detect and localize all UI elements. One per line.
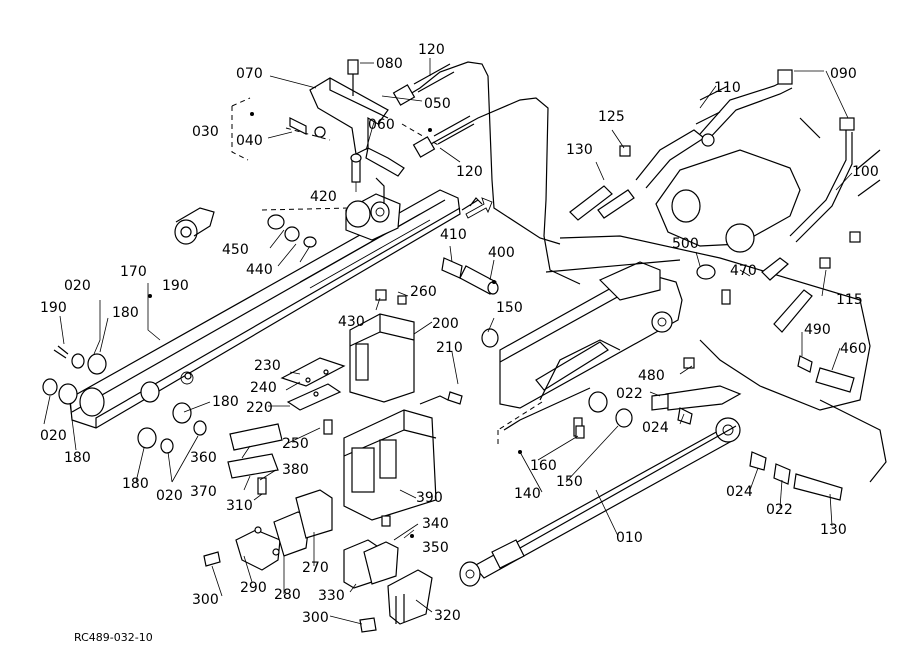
brackets-270-290 <box>203 489 333 571</box>
label-024: 024 <box>726 484 753 500</box>
label-022: 022 <box>766 502 793 518</box>
drawing-code: RC489-032-10 <box>74 631 153 644</box>
plates-220-240 <box>280 357 346 411</box>
label-010: 010 <box>616 530 643 546</box>
label-070: 070 <box>236 66 263 82</box>
fittings-upper-right <box>569 69 861 393</box>
label-024: 024 <box>642 420 669 436</box>
pivot-bracket <box>345 177 401 241</box>
label-240: 240 <box>250 380 277 396</box>
label-440: 440 <box>246 262 273 278</box>
label-180: 180 <box>64 450 91 466</box>
label-020: 020 <box>156 488 183 504</box>
bushings-left <box>42 345 207 454</box>
label-125: 125 <box>598 109 625 125</box>
label-320: 320 <box>434 608 461 624</box>
pin-assembly <box>174 207 351 248</box>
label-180: 180 <box>212 394 239 410</box>
label-080: 080 <box>376 56 403 72</box>
label-250: 250 <box>282 436 309 452</box>
label-300: 300 <box>192 592 219 608</box>
label-160: 160 <box>530 458 557 474</box>
label-460: 460 <box>840 341 867 357</box>
label-100: 100 <box>852 164 879 180</box>
label-310: 310 <box>226 498 253 514</box>
label-130: 130 <box>820 522 847 538</box>
label-150: 150 <box>496 300 523 316</box>
label-050: 050 <box>424 96 451 112</box>
label-270: 270 <box>302 560 329 576</box>
label-400: 400 <box>488 245 515 261</box>
label-500: 500 <box>672 236 699 252</box>
label-370: 370 <box>190 484 217 500</box>
label-030: 030 <box>192 124 219 140</box>
label-170: 170 <box>120 264 147 280</box>
label-115: 115 <box>836 292 863 308</box>
label-110: 110 <box>714 80 741 96</box>
label-480: 480 <box>638 368 665 384</box>
label-390: 390 <box>416 490 443 506</box>
hose-120 <box>392 61 581 285</box>
label-020: 020 <box>40 428 67 444</box>
part-labels: 080 120 070 050 030 040 060 120 420 450 … <box>40 42 879 644</box>
misc-small-parts <box>447 391 585 439</box>
couplings-lower-right <box>651 357 843 501</box>
label-040: 040 <box>236 133 263 149</box>
cylinder-010 <box>459 417 741 587</box>
label-350: 350 <box>422 540 449 556</box>
label-060: 060 <box>368 117 395 133</box>
label-380: 380 <box>282 462 309 478</box>
center-boom <box>497 261 683 448</box>
leader-lines <box>43 58 853 625</box>
label-490: 490 <box>804 322 831 338</box>
label-420: 420 <box>310 189 337 205</box>
label-300: 300 <box>302 610 329 626</box>
valve-bracket <box>343 289 449 527</box>
label-120: 120 <box>418 42 445 58</box>
bracket-070 <box>231 59 441 183</box>
label-230: 230 <box>254 358 281 374</box>
plates-360-370 <box>227 419 333 495</box>
label-470: 470 <box>730 263 757 279</box>
direction-arrow-icon <box>465 197 493 219</box>
label-200: 200 <box>432 316 459 332</box>
label-430: 430 <box>338 314 365 330</box>
label-150: 150 <box>556 474 583 490</box>
label-280: 280 <box>274 587 301 603</box>
label-360: 360 <box>190 450 217 466</box>
label-450: 450 <box>222 242 249 258</box>
label-140: 140 <box>514 486 541 502</box>
label-180: 180 <box>112 305 139 321</box>
label-290: 290 <box>240 580 267 596</box>
boom-arm <box>69 189 461 429</box>
valves-320-340 <box>343 539 433 633</box>
label-260: 260 <box>410 284 437 300</box>
label-220: 220 <box>246 400 273 416</box>
label-120: 120 <box>456 164 483 180</box>
label-180: 180 <box>122 476 149 492</box>
label-330: 330 <box>318 588 345 604</box>
label-190: 190 <box>40 300 67 316</box>
label-410: 410 <box>440 227 467 243</box>
label-210: 210 <box>436 340 463 356</box>
label-090: 090 <box>830 66 857 82</box>
label-022: 022 <box>616 386 643 402</box>
label-020: 020 <box>64 278 91 294</box>
label-130: 130 <box>566 142 593 158</box>
small-parts-400-410 <box>441 197 499 295</box>
label-340: 340 <box>422 516 449 532</box>
tractor-frame <box>545 85 887 483</box>
reference-dots <box>148 112 522 538</box>
label-190: 190 <box>162 278 189 294</box>
